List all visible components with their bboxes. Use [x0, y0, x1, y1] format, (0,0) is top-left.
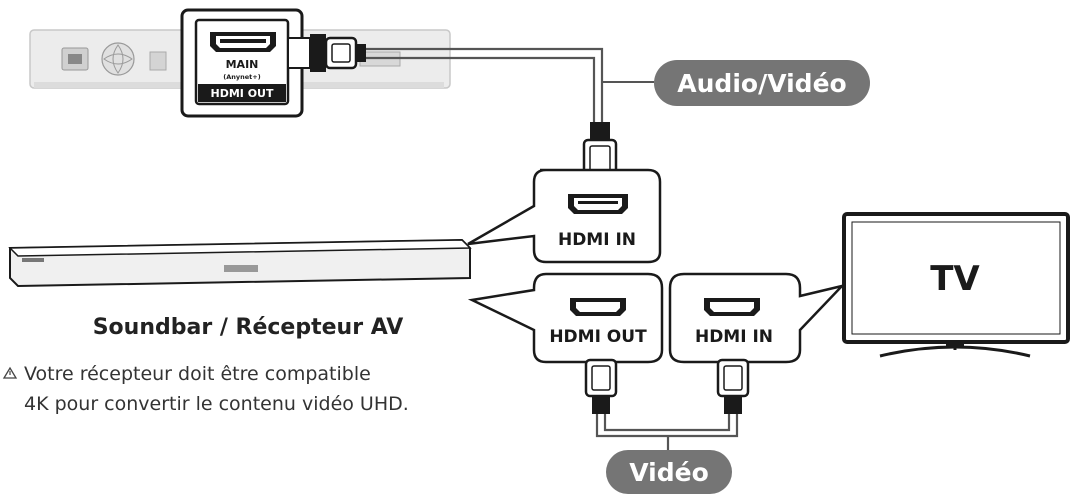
- soundbar-hdmi-out-label: HDMI OUT: [549, 327, 647, 347]
- soundbar: [8, 238, 472, 288]
- player-hdmi-out-callout: MAIN (Anynet+) HDMI OUT: [180, 8, 304, 118]
- hdmi-cable: [366, 47, 604, 128]
- note-icon: [2, 366, 18, 379]
- note-line-2: 4K pour convertir le contenu vidéo UHD.: [24, 393, 409, 415]
- soundbar-hdmi-out-callout: HDMI OUT: [467, 272, 664, 364]
- hdmi-port-icon: [210, 32, 276, 52]
- note-line-1: Votre récepteur doit être compatible: [24, 363, 371, 385]
- soundbar-hdmi-in-callout: HDMI IN: [467, 168, 662, 264]
- audio-video-label: Audio/Vidéo: [677, 69, 846, 98]
- usb-port-icon: [149, 51, 167, 71]
- soundbar-hdmi-in-label: HDMI IN: [558, 230, 636, 250]
- soundbar-name: Soundbar / Récepteur AV: [93, 315, 404, 340]
- power-socket-icon: [61, 47, 89, 71]
- tv-stand-icon: [879, 342, 1031, 358]
- port-hdmi-out-label: HDMI OUT: [211, 87, 274, 100]
- hdmi-cable-video: [595, 414, 739, 450]
- audio-video-callout: Audio/Vidéo: [602, 60, 870, 106]
- tv-hdmi-in-callout: HDMI IN: [668, 272, 846, 364]
- soundbar-logo-icon: [22, 258, 44, 262]
- hdmi-plug-soundbar-out: [584, 358, 618, 414]
- port-main-label: MAIN: [226, 58, 259, 71]
- hdmi-plug-tv-in: [716, 358, 750, 414]
- hdmi-port-icon: [570, 298, 626, 316]
- tv-hdmi-in-label: HDMI IN: [695, 327, 773, 347]
- port-anynet-label: (Anynet+): [223, 73, 260, 81]
- soundbar-display-icon: [224, 265, 258, 272]
- video-label: Vidéo: [629, 458, 709, 487]
- fan-icon: [101, 42, 135, 76]
- tv: TV: [842, 212, 1070, 358]
- hdmi-plug-player: [287, 34, 366, 72]
- hdmi-port-icon: [568, 194, 628, 214]
- video-callout: Vidéo: [606, 450, 732, 494]
- tv-label: TV: [930, 259, 980, 299]
- hdmi-port-icon: [704, 298, 760, 316]
